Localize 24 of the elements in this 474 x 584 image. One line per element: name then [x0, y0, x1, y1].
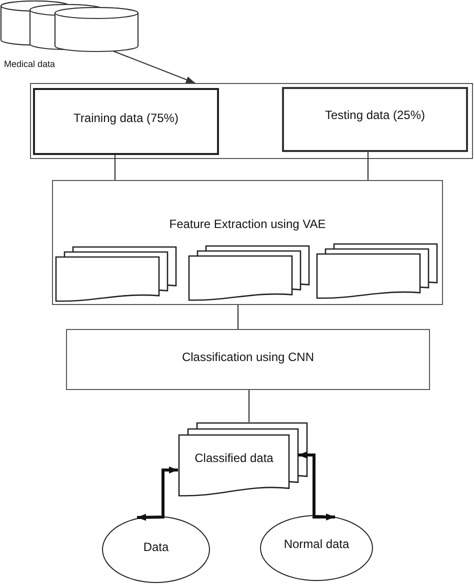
process-box: [52, 180, 443, 305]
node-label: Feature Extraction using VAE: [169, 216, 326, 233]
process-box: [282, 87, 468, 152]
arrow: [298, 452, 335, 520]
database-cylinder-stack: [0, 0, 140, 53]
connector-line: [237, 305, 239, 329]
node-label: Normal data: [284, 536, 350, 553]
caption-label: Medical data: [4, 58, 56, 70]
node-label: Classification using CNN: [182, 348, 314, 366]
process-box: [66, 329, 430, 390]
arrow: [136, 466, 178, 521]
node-label: Training data (75%): [74, 110, 178, 126]
document-stack: [188, 245, 310, 302]
node-label: Testing data (25%): [324, 106, 426, 124]
document-stack: [55, 246, 177, 303]
process-box: [33, 88, 219, 155]
connector-line: [248, 390, 250, 422]
connector-line: [367, 152, 369, 180]
container-box: [30, 83, 473, 159]
document-stack: [316, 243, 438, 300]
node-label: Classified data: [194, 451, 274, 465]
arrow: [112, 50, 196, 84]
connector-line: [114, 155, 116, 180]
node-label: Data: [143, 538, 169, 556]
